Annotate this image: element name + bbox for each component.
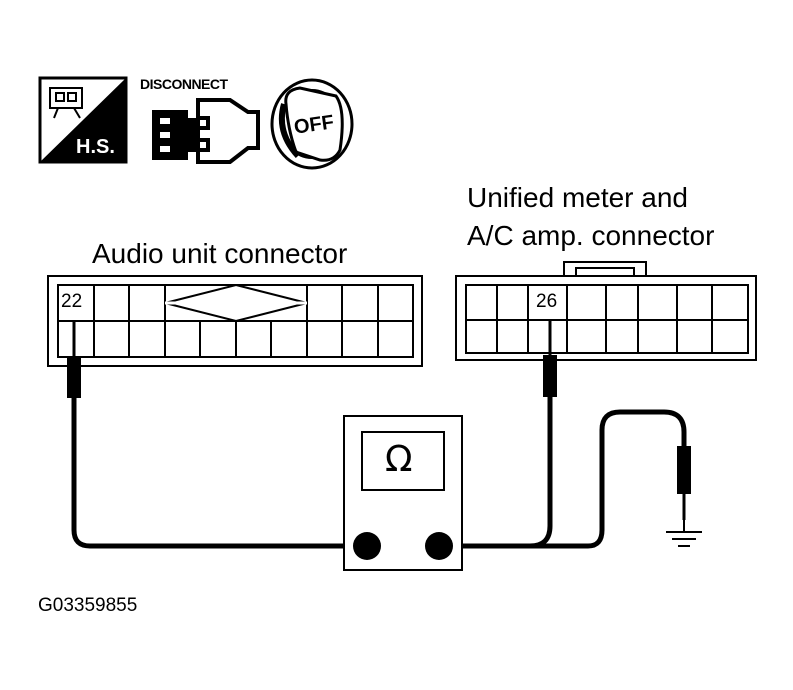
meter-connector-pin-number: 26 xyxy=(536,291,558,312)
meter-ac-amp-connector xyxy=(455,261,757,361)
disconnect-icon xyxy=(152,98,260,164)
harness-side-label: H.S. xyxy=(76,136,115,158)
ohm-symbol: Ω xyxy=(385,439,413,480)
left-test-probe xyxy=(67,320,366,549)
connector-pictogram-icon xyxy=(49,87,83,119)
figure-code: G03359855 xyxy=(38,595,138,616)
meter-connector-label-line2: A/C amp. connector xyxy=(467,220,715,251)
ground-lead xyxy=(440,409,691,549)
ohmmeter-terminal-left xyxy=(353,532,381,560)
ohmmeter-terminal-right xyxy=(425,532,453,560)
ohmmeter xyxy=(343,415,463,571)
audio-unit-connector-label: Audio unit connector xyxy=(92,238,348,269)
audio-unit-connector xyxy=(47,275,423,367)
harness-side-icon xyxy=(38,76,128,164)
meter-connector-label-line1: Unified meter and xyxy=(467,182,689,213)
ignition-off-icon xyxy=(270,78,354,170)
ground-symbol-icon xyxy=(666,520,702,547)
disconnect-label: DISCONNECT xyxy=(140,76,228,92)
audio-connector-pin-number: 22 xyxy=(61,291,83,312)
